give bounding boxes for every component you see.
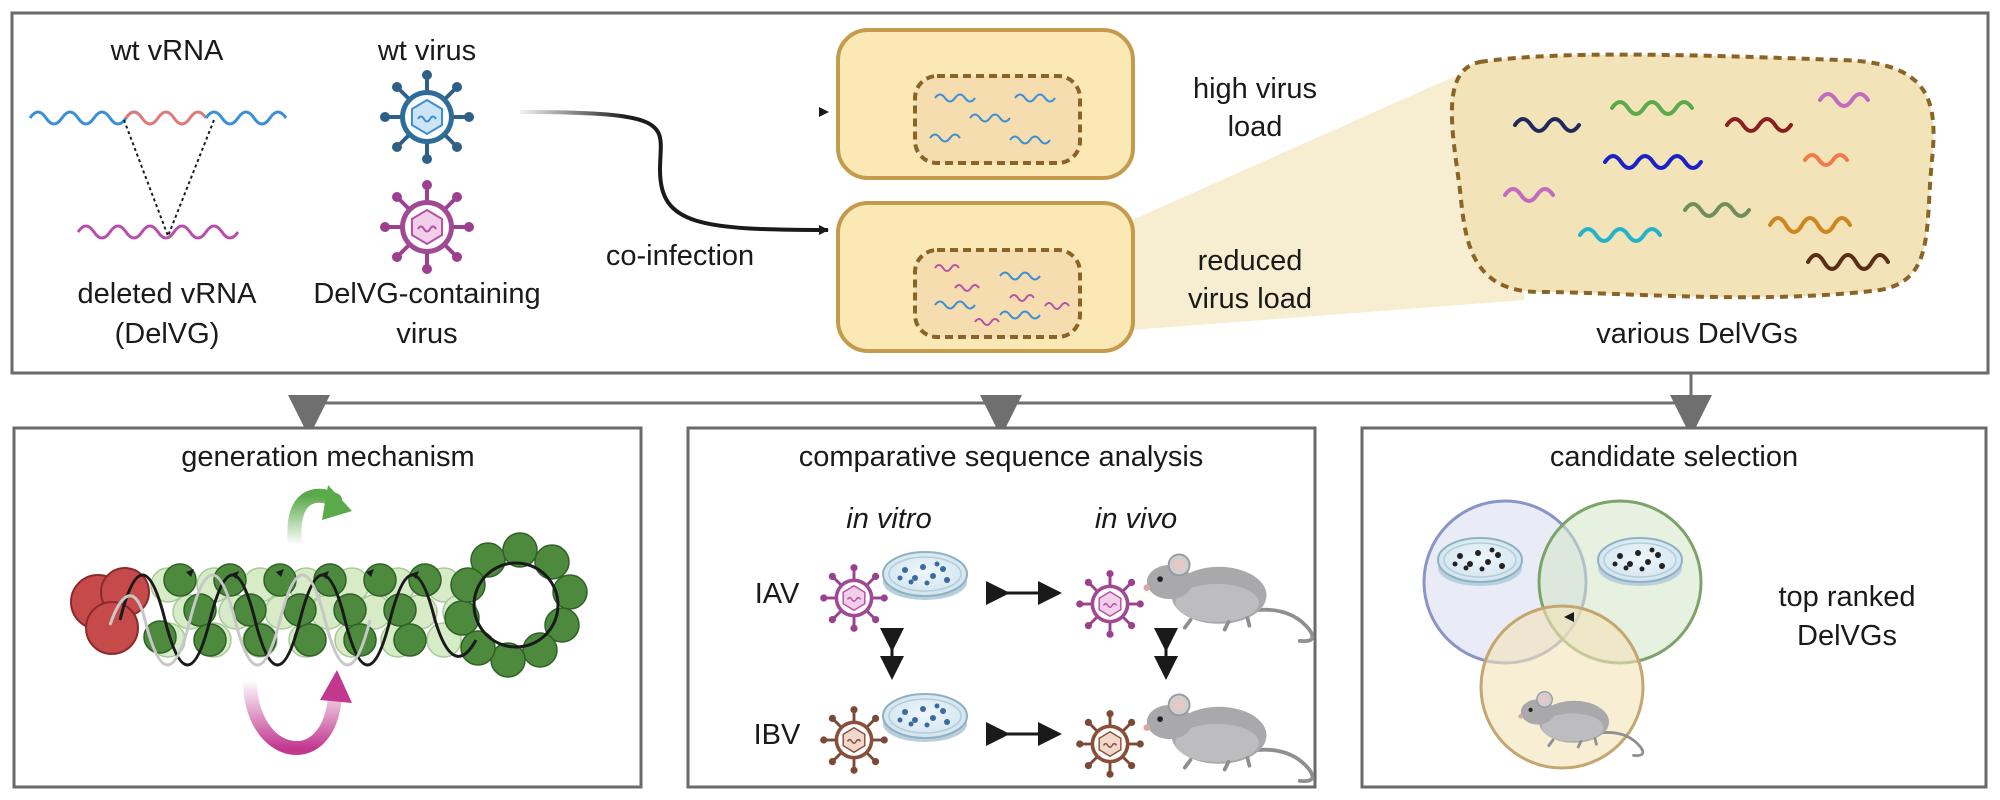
rna-direction-arrows [186, 569, 419, 579]
iav-virus-in-vivo-icon [1074, 568, 1146, 640]
wt-virus-icon [378, 68, 476, 166]
delvg-virus-icon [378, 178, 476, 276]
high-load-label-2: load [1228, 111, 1283, 143]
in-vitro-label: in vitro [846, 503, 931, 535]
reduced-load-label-2: virus load [1188, 283, 1312, 315]
iav-label: IAV [755, 578, 800, 610]
iav-dish-icon [882, 551, 968, 601]
deleted-vrna-strand [76, 224, 240, 240]
ibv-dish-icon [882, 693, 968, 743]
wt-vrna-label: wt vRNA [110, 35, 224, 67]
high-load-label: high virus [1193, 73, 1317, 105]
reduced-load-label: reduced [1198, 245, 1303, 277]
various-delvg-strands [1503, 92, 1890, 271]
wt-virus-label: wt virus [377, 35, 476, 67]
nucleus-reduced-load [913, 248, 1082, 339]
ibv-virus-in-vivo-icon [1074, 708, 1146, 780]
magenta-jump-arrow [243, 673, 342, 755]
loop-nucleoproteins [444, 532, 588, 678]
venn-dish-icon-1 [1437, 537, 1523, 587]
candidate-title: candidate selection [1550, 441, 1798, 473]
delvg-label: (DelVG) [115, 318, 220, 350]
comparison-arrows [880, 581, 1178, 746]
rnp-complex [70, 532, 588, 678]
generation-title: generation mechanism [181, 441, 474, 473]
various-delvgs-label: various DelVGs [1596, 318, 1797, 350]
delvg-virus-label: DelVG-containing [313, 278, 540, 310]
wt-vrna-in-cell [929, 93, 1056, 145]
delvg-virus-label-2: virus [396, 318, 457, 350]
nascent-rna [108, 573, 372, 667]
polymerase-complex [70, 567, 150, 655]
deleted-vrna-label: deleted vRNA [78, 278, 258, 310]
mixed-vrna-in-cell [934, 264, 1070, 326]
coinfection-label: co-infection [606, 240, 754, 272]
iav-virus-in-vitro-icon [818, 562, 890, 634]
nucleus-high-load [913, 74, 1082, 165]
zoomed-nucleus [1449, 52, 1936, 300]
venn-circle-in-vivo [1479, 604, 1645, 770]
top-ranked-label: top ranked [1778, 581, 1915, 613]
magenta-arrowhead [320, 670, 352, 703]
wt-to-coinfection-arrow [519, 110, 829, 235]
comparative-title: comparative sequence analysis [799, 441, 1204, 473]
loop-rna [472, 561, 560, 649]
deletion-lines [123, 119, 215, 237]
green-arrowhead [322, 485, 352, 520]
branch-connector [288, 373, 1712, 437]
in-vivo-label: in vivo [1095, 503, 1177, 535]
venn-dish-icon-2 [1597, 537, 1683, 587]
ibv-virus-in-vitro-icon [818, 704, 890, 776]
zoom-projection [1132, 65, 1525, 330]
ibv-label: IBV [754, 719, 801, 751]
top-ranked-label-2: DelVGs [1797, 620, 1897, 652]
